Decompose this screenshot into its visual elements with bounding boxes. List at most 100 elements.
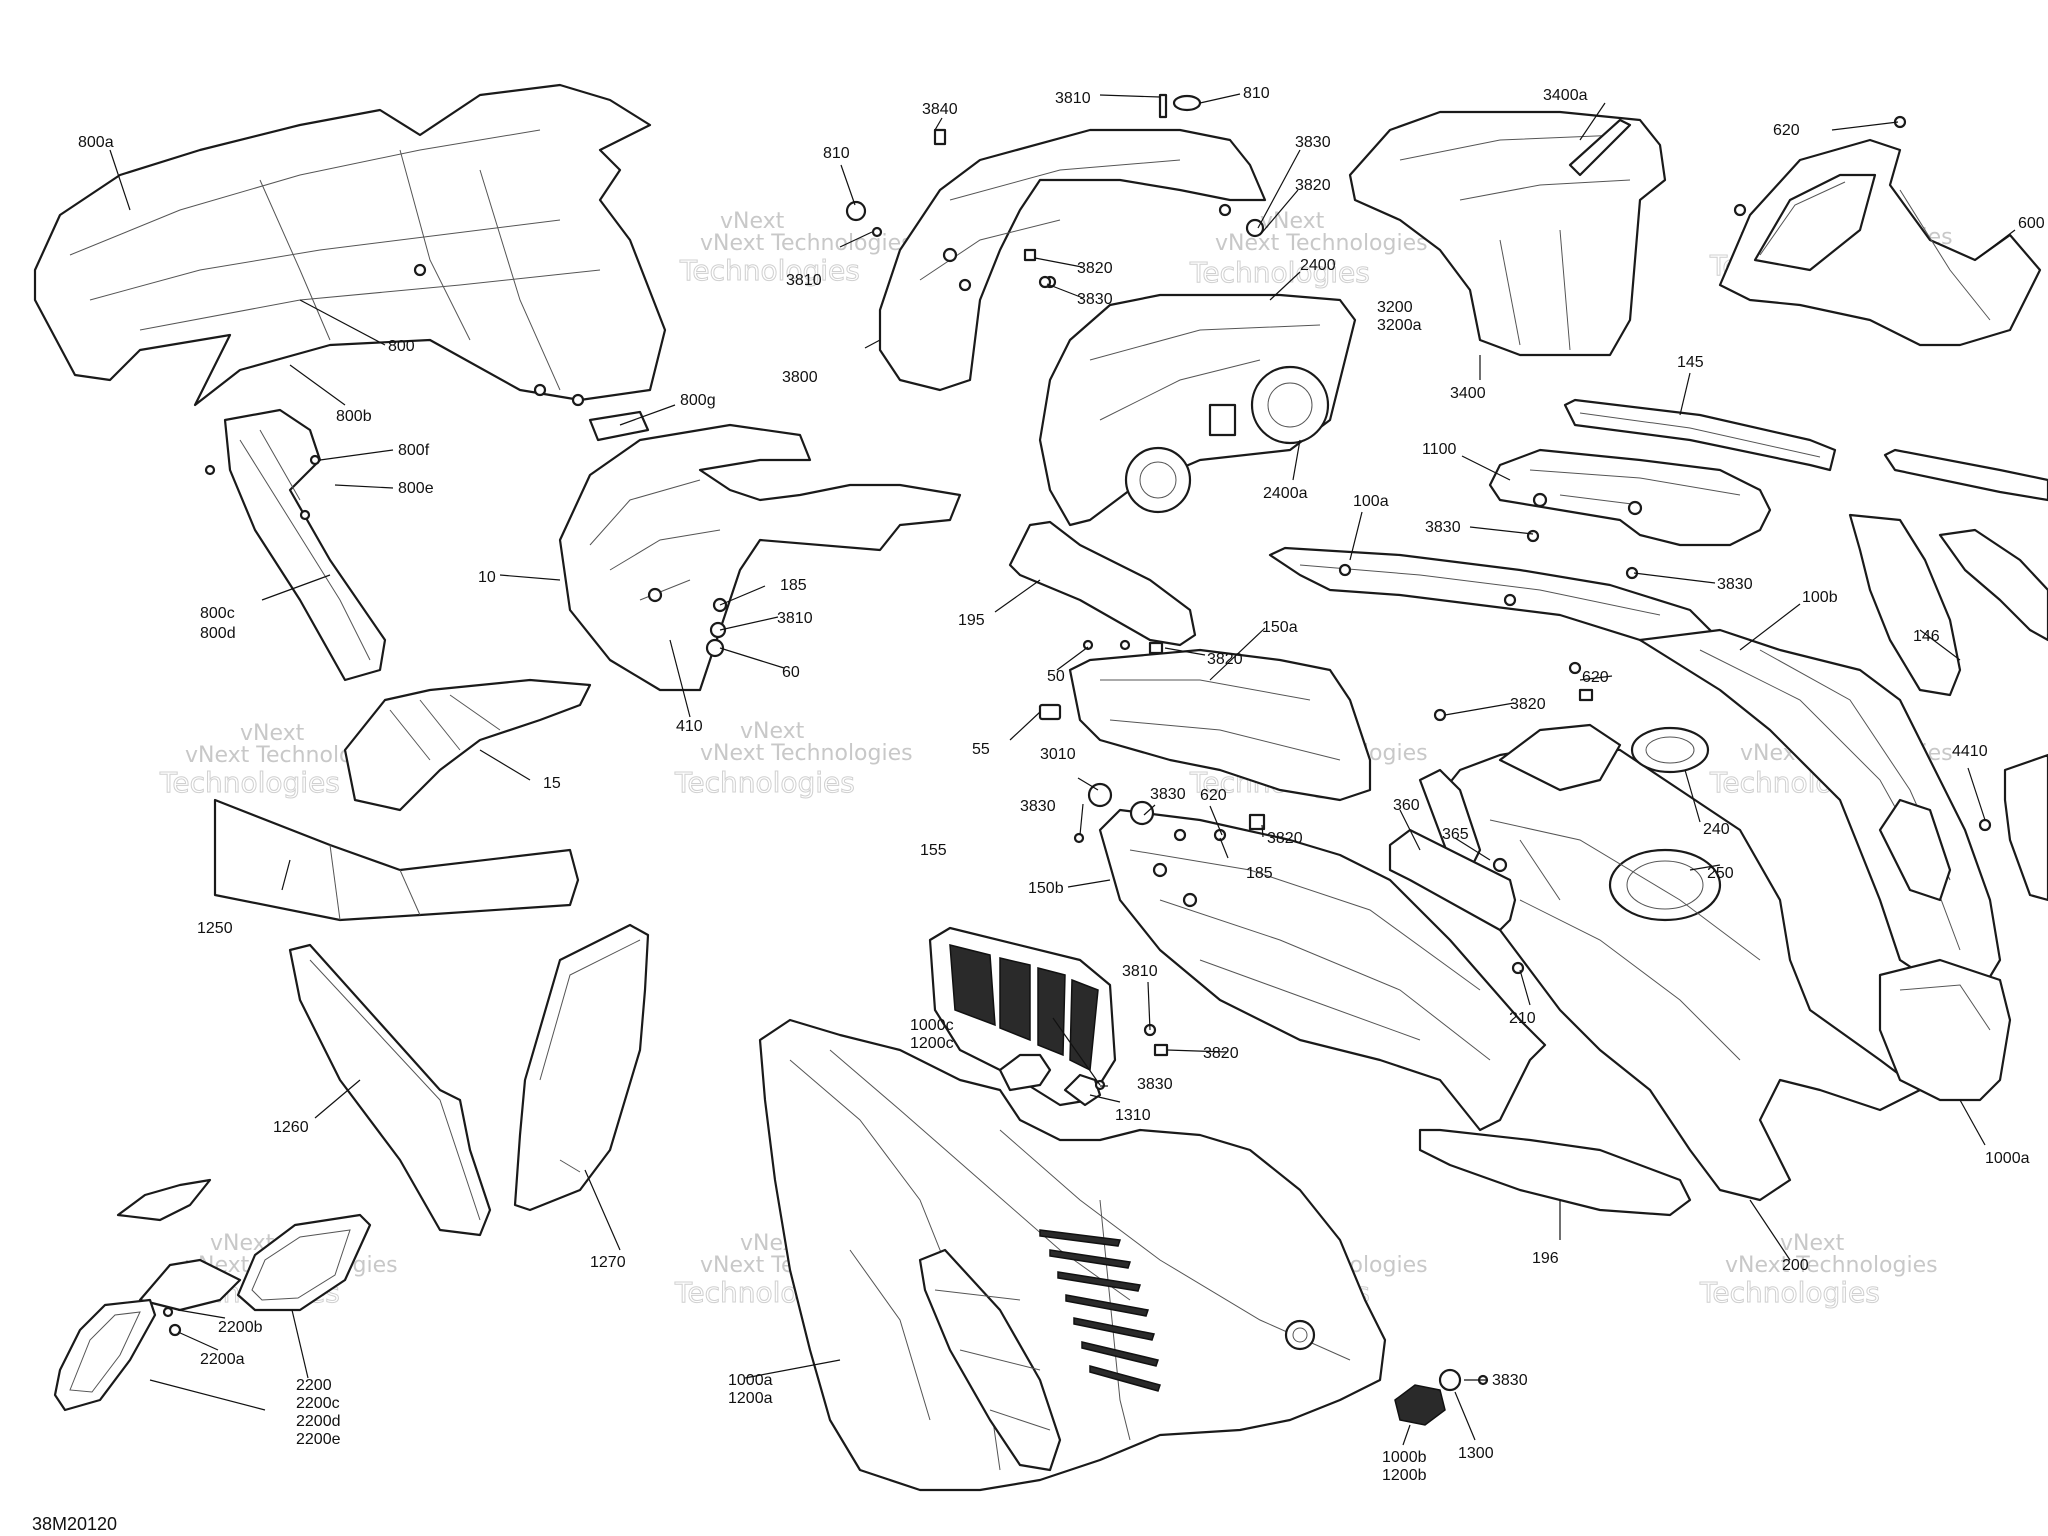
- part-vent-slats: [1039, 1229, 1161, 1392]
- watermark: vNext vNext Technologies Technologies: [1699, 1231, 1938, 1310]
- callout-3810: 3810: [786, 272, 822, 289]
- callout-145: 145: [1677, 354, 1704, 371]
- callout-1250: 1250: [197, 920, 233, 937]
- callout-620: 620: [1582, 669, 1609, 686]
- part-bracket-15: [343, 678, 592, 812]
- part-upper-cowl-3800: [878, 128, 1267, 392]
- part-side-cover-150b: [1098, 808, 1547, 1132]
- callout-3820: 3820: [1267, 830, 1303, 847]
- callout-3810: 3810: [1055, 90, 1091, 107]
- svg-text:vNext: vNext: [1780, 1231, 1845, 1256]
- callout-1270: 1270: [590, 1254, 626, 1271]
- callout-155: 155: [920, 842, 947, 859]
- part-mirror-lower: [53, 1298, 182, 1412]
- callout-600: 600: [2018, 215, 2045, 232]
- part-bracket-360: [1388, 828, 1517, 932]
- part-strip-right: [1883, 448, 2048, 502]
- callout-3830: 3830: [1150, 786, 1186, 803]
- part-rail-100a: [1268, 546, 1732, 677]
- part-headlight-2400: [1038, 293, 1357, 527]
- svg-text:Technologies: Technologies: [679, 254, 860, 287]
- callout-1260: 1260: [273, 1119, 309, 1136]
- callout-2200: 2200: [296, 1377, 332, 1394]
- callout-3820: 3820: [1295, 177, 1331, 194]
- callout-15: 15: [543, 775, 561, 792]
- callout-3400a: 3400a: [1543, 87, 1588, 104]
- callout-3820: 3820: [1203, 1045, 1239, 1062]
- callout-800: 800: [388, 338, 415, 355]
- callout-3820: 3820: [1510, 696, 1546, 713]
- callout-800a: 800a: [78, 134, 114, 151]
- callout-2400: 2400: [1300, 257, 1336, 274]
- svg-text:vNext: vNext: [720, 209, 785, 234]
- part-side-piece-146: [1848, 513, 2048, 697]
- part-instrument-housing-600: [1718, 138, 2042, 347]
- callout-3840: 3840: [922, 101, 958, 118]
- part-panel-196: [1418, 1128, 1692, 1217]
- part-side-panel-800c: [204, 408, 387, 682]
- callout-810: 810: [1243, 85, 1270, 102]
- callout-365: 365: [1442, 826, 1469, 843]
- part-vent-grill-155: [928, 926, 1117, 1107]
- callout-185: 185: [1246, 865, 1273, 882]
- callout-3830: 3830: [1020, 798, 1056, 815]
- callout-800f: 800f: [398, 442, 430, 459]
- callout-3800: 3800: [782, 369, 818, 386]
- svg-text:Technologies: Technologies: [1189, 256, 1370, 289]
- svg-text:vNext: vNext: [740, 719, 805, 744]
- callout-1100: 1100: [1422, 441, 1457, 458]
- callout-800e: 800e: [398, 480, 434, 497]
- callout-620: 620: [1200, 787, 1227, 804]
- callout-200: 200: [1782, 1257, 1809, 1274]
- callout-100b: 100b: [1802, 589, 1838, 606]
- callout-800c: 800c: [200, 605, 235, 622]
- watermark: vNext vNext Technologies Technologies: [674, 719, 913, 800]
- callout-3810: 3810: [777, 610, 813, 627]
- part-front-fairing: [33, 83, 667, 442]
- svg-text:Technologies: Technologies: [159, 766, 340, 799]
- part-front-housing-10: [558, 423, 962, 692]
- svg-text:vNext Technologies: vNext Technologies: [1725, 1253, 1938, 1278]
- callout-620: 620: [1773, 122, 1800, 139]
- callout-185: 185: [780, 577, 807, 594]
- callout-100a: 100a: [1353, 493, 1389, 510]
- leader-lines: [109, 93, 2016, 1446]
- callout-150a: 150a: [1262, 619, 1298, 636]
- callout-1000b: 1000b: [1382, 1449, 1427, 1466]
- callout-3400: 3400: [1450, 385, 1486, 402]
- callout-3830: 3830: [1295, 134, 1331, 151]
- callout-810: 810: [823, 145, 850, 162]
- watermark: vNext vNext Technologies Technologies: [679, 209, 913, 288]
- callout-1300: 1300: [1458, 1445, 1494, 1462]
- callout-150b: 150b: [1028, 880, 1064, 897]
- document-number: 38M20120: [32, 1514, 117, 1534]
- part-clip-1000b: [1394, 1368, 1462, 1426]
- callout-800d: 800d: [200, 625, 236, 642]
- callout-2400a: 2400a: [1263, 485, 1308, 502]
- watermark: vNext vNext Technologies Technologies: [1189, 209, 1428, 290]
- callout-196: 196: [1532, 1250, 1559, 1267]
- part-strip-145: [1563, 398, 1837, 472]
- callout-1000a: 1000a: [728, 1372, 773, 1389]
- svg-text:vNext: vNext: [240, 721, 305, 746]
- callout-50: 50: [1047, 668, 1065, 685]
- callout-3200: 3200: [1377, 299, 1413, 316]
- callout-2200d: 2200d: [296, 1413, 341, 1430]
- callout-800b: 800b: [336, 408, 372, 425]
- part-storage-tray-3400: [1348, 110, 1667, 357]
- callout-4410: 4410: [1952, 743, 1988, 760]
- part-panel-1260: [288, 943, 492, 1237]
- part-mirror-upper: [116, 1178, 372, 1312]
- callout-3830: 3830: [1492, 1372, 1528, 1389]
- callout-1000c: 1000c: [910, 1017, 954, 1034]
- part-right-cover-1000a: [1878, 958, 2012, 1102]
- callout-1200a: 1200a: [728, 1390, 773, 1407]
- callout-1200c: 1200c: [910, 1035, 954, 1052]
- callout-55: 55: [972, 741, 990, 758]
- svg-text:vNext Technologies: vNext Technologies: [1215, 231, 1428, 256]
- callout-2200c: 2200c: [296, 1395, 340, 1412]
- callout-3830: 3830: [1717, 576, 1753, 593]
- svg-text:Technologies: Technologies: [1699, 1276, 1880, 1309]
- callout-2200a: 2200a: [200, 1351, 245, 1368]
